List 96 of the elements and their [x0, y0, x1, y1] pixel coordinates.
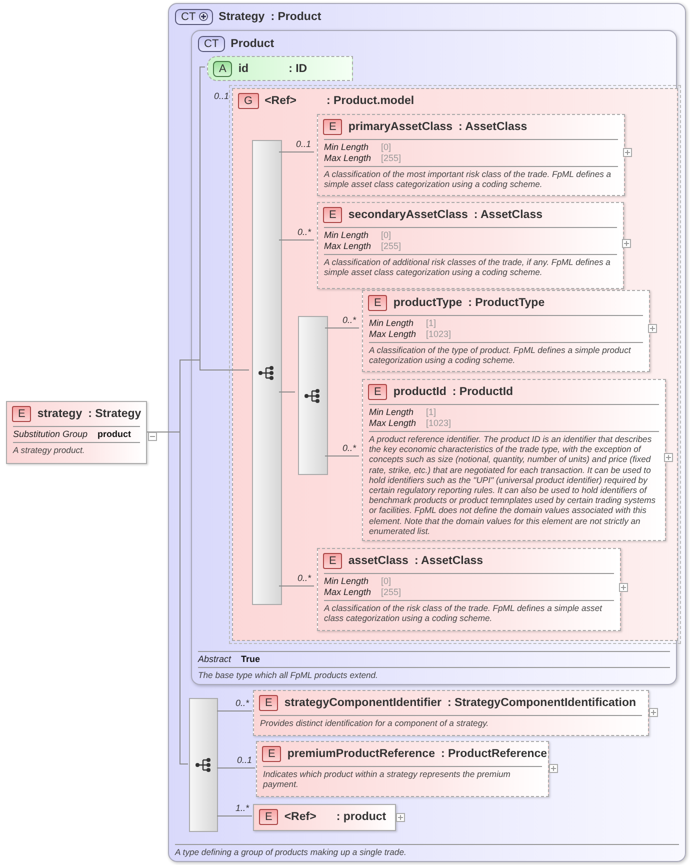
sequence-bar — [252, 140, 282, 605]
type-name: : ID — [288, 63, 308, 75]
type-badge: E — [259, 695, 278, 711]
property-value: [255] — [381, 153, 402, 164]
element-box — [362, 290, 650, 372]
group-box — [232, 88, 678, 641]
type-name: : AssetClass — [474, 209, 542, 221]
type-badge: E — [368, 384, 388, 400]
element-box — [253, 690, 649, 736]
cardinality-label: 0..1 — [214, 91, 230, 101]
description: A strategy product. — [12, 444, 86, 457]
type-name: : AssetClass — [414, 555, 484, 567]
component-name: productId — [393, 386, 446, 398]
type-badge: G — [238, 93, 259, 109]
type-badge: E — [12, 406, 32, 422]
property-name: Max Length — [324, 241, 372, 252]
description: The base type which all FpML products extend. — [197, 668, 379, 682]
cardinality-label: 0..* — [342, 315, 356, 325]
property-value: [0] — [381, 576, 392, 587]
description: A classification of the most important risk class of the trade. FpML defines a simple asset class categorization using a coding scheme. — [322, 168, 612, 192]
cardinality-label: 0..1 — [236, 755, 252, 765]
element-box — [317, 202, 624, 289]
element-box — [317, 114, 625, 196]
component-name: <Ref> — [284, 811, 316, 823]
property-value: [1023] — [426, 329, 452, 340]
component-name: Strategy — [218, 11, 265, 23]
property-name: Max Length — [324, 587, 372, 598]
type-name: : StrategyComponentIdentification — [448, 697, 636, 709]
cardinality-label: 0..1 — [296, 139, 311, 149]
description: A product reference identifier. The product ID is an identifier that describes the key economic characteristics of the trade type, with the exception of concepts such as size (notional, quantity, number of units) and price (fixed rate, strike, etc.) that are negotiated for each transaction. It can be used to hold identifiers such as the "UPI" (universal product identifier) required by certain regulatory reporting rules. It can also be used to hold identifiers of benchmark products or product temnplates used by certain trading systems or facilities. FpML does not define the domain values associated with this element. Note that the domain values for this element are not strictly an enumerated list. — [368, 433, 657, 538]
property-value: [0] — [381, 142, 392, 153]
type-name: : Product.model — [326, 95, 414, 107]
property-name: Min Length — [369, 318, 415, 329]
complex-type-box — [168, 3, 686, 862]
connector-line — [216, 710, 252, 712]
description: Indicates which product within a strategy represents the premium payment. — [262, 768, 512, 792]
type-badge: E — [323, 553, 342, 569]
property-name: Abstract — [198, 654, 232, 665]
property-name: Substitution Group — [13, 429, 88, 440]
type-badge: CT — [198, 36, 225, 52]
component-name: primaryAssetClass — [348, 121, 453, 133]
component-name: <Ref> — [264, 95, 297, 107]
property-value: [1023] — [426, 418, 452, 429]
component-name: strategy — [37, 408, 82, 420]
component-name: premiumProductReference — [287, 748, 435, 760]
cardinality-label: 0..* — [297, 573, 311, 583]
type-badge: E — [368, 295, 388, 311]
type-badge: A — [213, 61, 232, 77]
type-name: : product — [336, 811, 386, 823]
component-name: id — [238, 63, 249, 75]
element-box — [317, 548, 621, 631]
property-name: Min Length — [324, 576, 370, 587]
component-name: secondaryAssetClass — [348, 209, 468, 221]
type-badge: E — [262, 746, 282, 762]
element-box — [362, 379, 666, 541]
component-name: productType — [393, 297, 462, 309]
property-value: [1] — [426, 407, 438, 418]
property-value: [0] — [381, 230, 392, 241]
sequence-bar — [189, 698, 218, 832]
type-name: : ProductId — [452, 386, 514, 398]
description: Provides distinct identification for a component of a strategy. — [259, 717, 490, 730]
component-name: Product — [230, 38, 274, 50]
type-badge: E — [323, 207, 342, 223]
cardinality-label: 0..* — [297, 227, 311, 237]
property-value: [255] — [381, 241, 402, 252]
property-name: Max Length — [324, 153, 372, 164]
property-name: Min Length — [369, 407, 415, 418]
component-name: strategyComponentIdentifier — [284, 697, 442, 709]
property-value: [1] — [426, 318, 438, 329]
property-name: Min Length — [324, 142, 370, 153]
description: A classification of the type of product. FpML defines a simple product categorization using a coding scheme. — [368, 344, 632, 368]
description: A classification of the risk class of the trade. FpML defines a simple asset class categorization using a coding scheme. — [322, 602, 604, 626]
property-value: product — [98, 429, 132, 440]
description: A type defining a group of products making up a single trade. — [174, 846, 408, 859]
cardinality-label: 0..* — [342, 443, 356, 453]
property-value: [255] — [381, 587, 402, 598]
property-name: Max Length — [369, 418, 416, 429]
description: A classification of additional risk classes of the trade, if any. FpML defines a simple asset class categorization using a coding scheme. — [322, 256, 612, 280]
type-badge: E — [259, 809, 278, 825]
type-name: : ProductReference — [440, 748, 548, 760]
sequence-bar — [298, 316, 328, 475]
type-name: : Product — [270, 11, 322, 23]
type-name: : ProductType — [468, 297, 545, 309]
type-name: : AssetClass — [458, 121, 528, 133]
property-value: True — [241, 654, 262, 665]
property-name: Min Length — [324, 230, 370, 241]
cardinality-label: 1..* — [235, 803, 249, 813]
type-name: : Strategy — [88, 408, 142, 420]
element-box — [6, 401, 147, 464]
element-box — [253, 804, 396, 831]
type-badge: E — [323, 119, 342, 135]
component-name: assetClass — [348, 555, 408, 567]
property-name: Max Length — [369, 329, 416, 340]
attribute-box — [207, 56, 353, 81]
cardinality-label: 0..* — [235, 698, 249, 708]
element-box — [256, 741, 549, 797]
